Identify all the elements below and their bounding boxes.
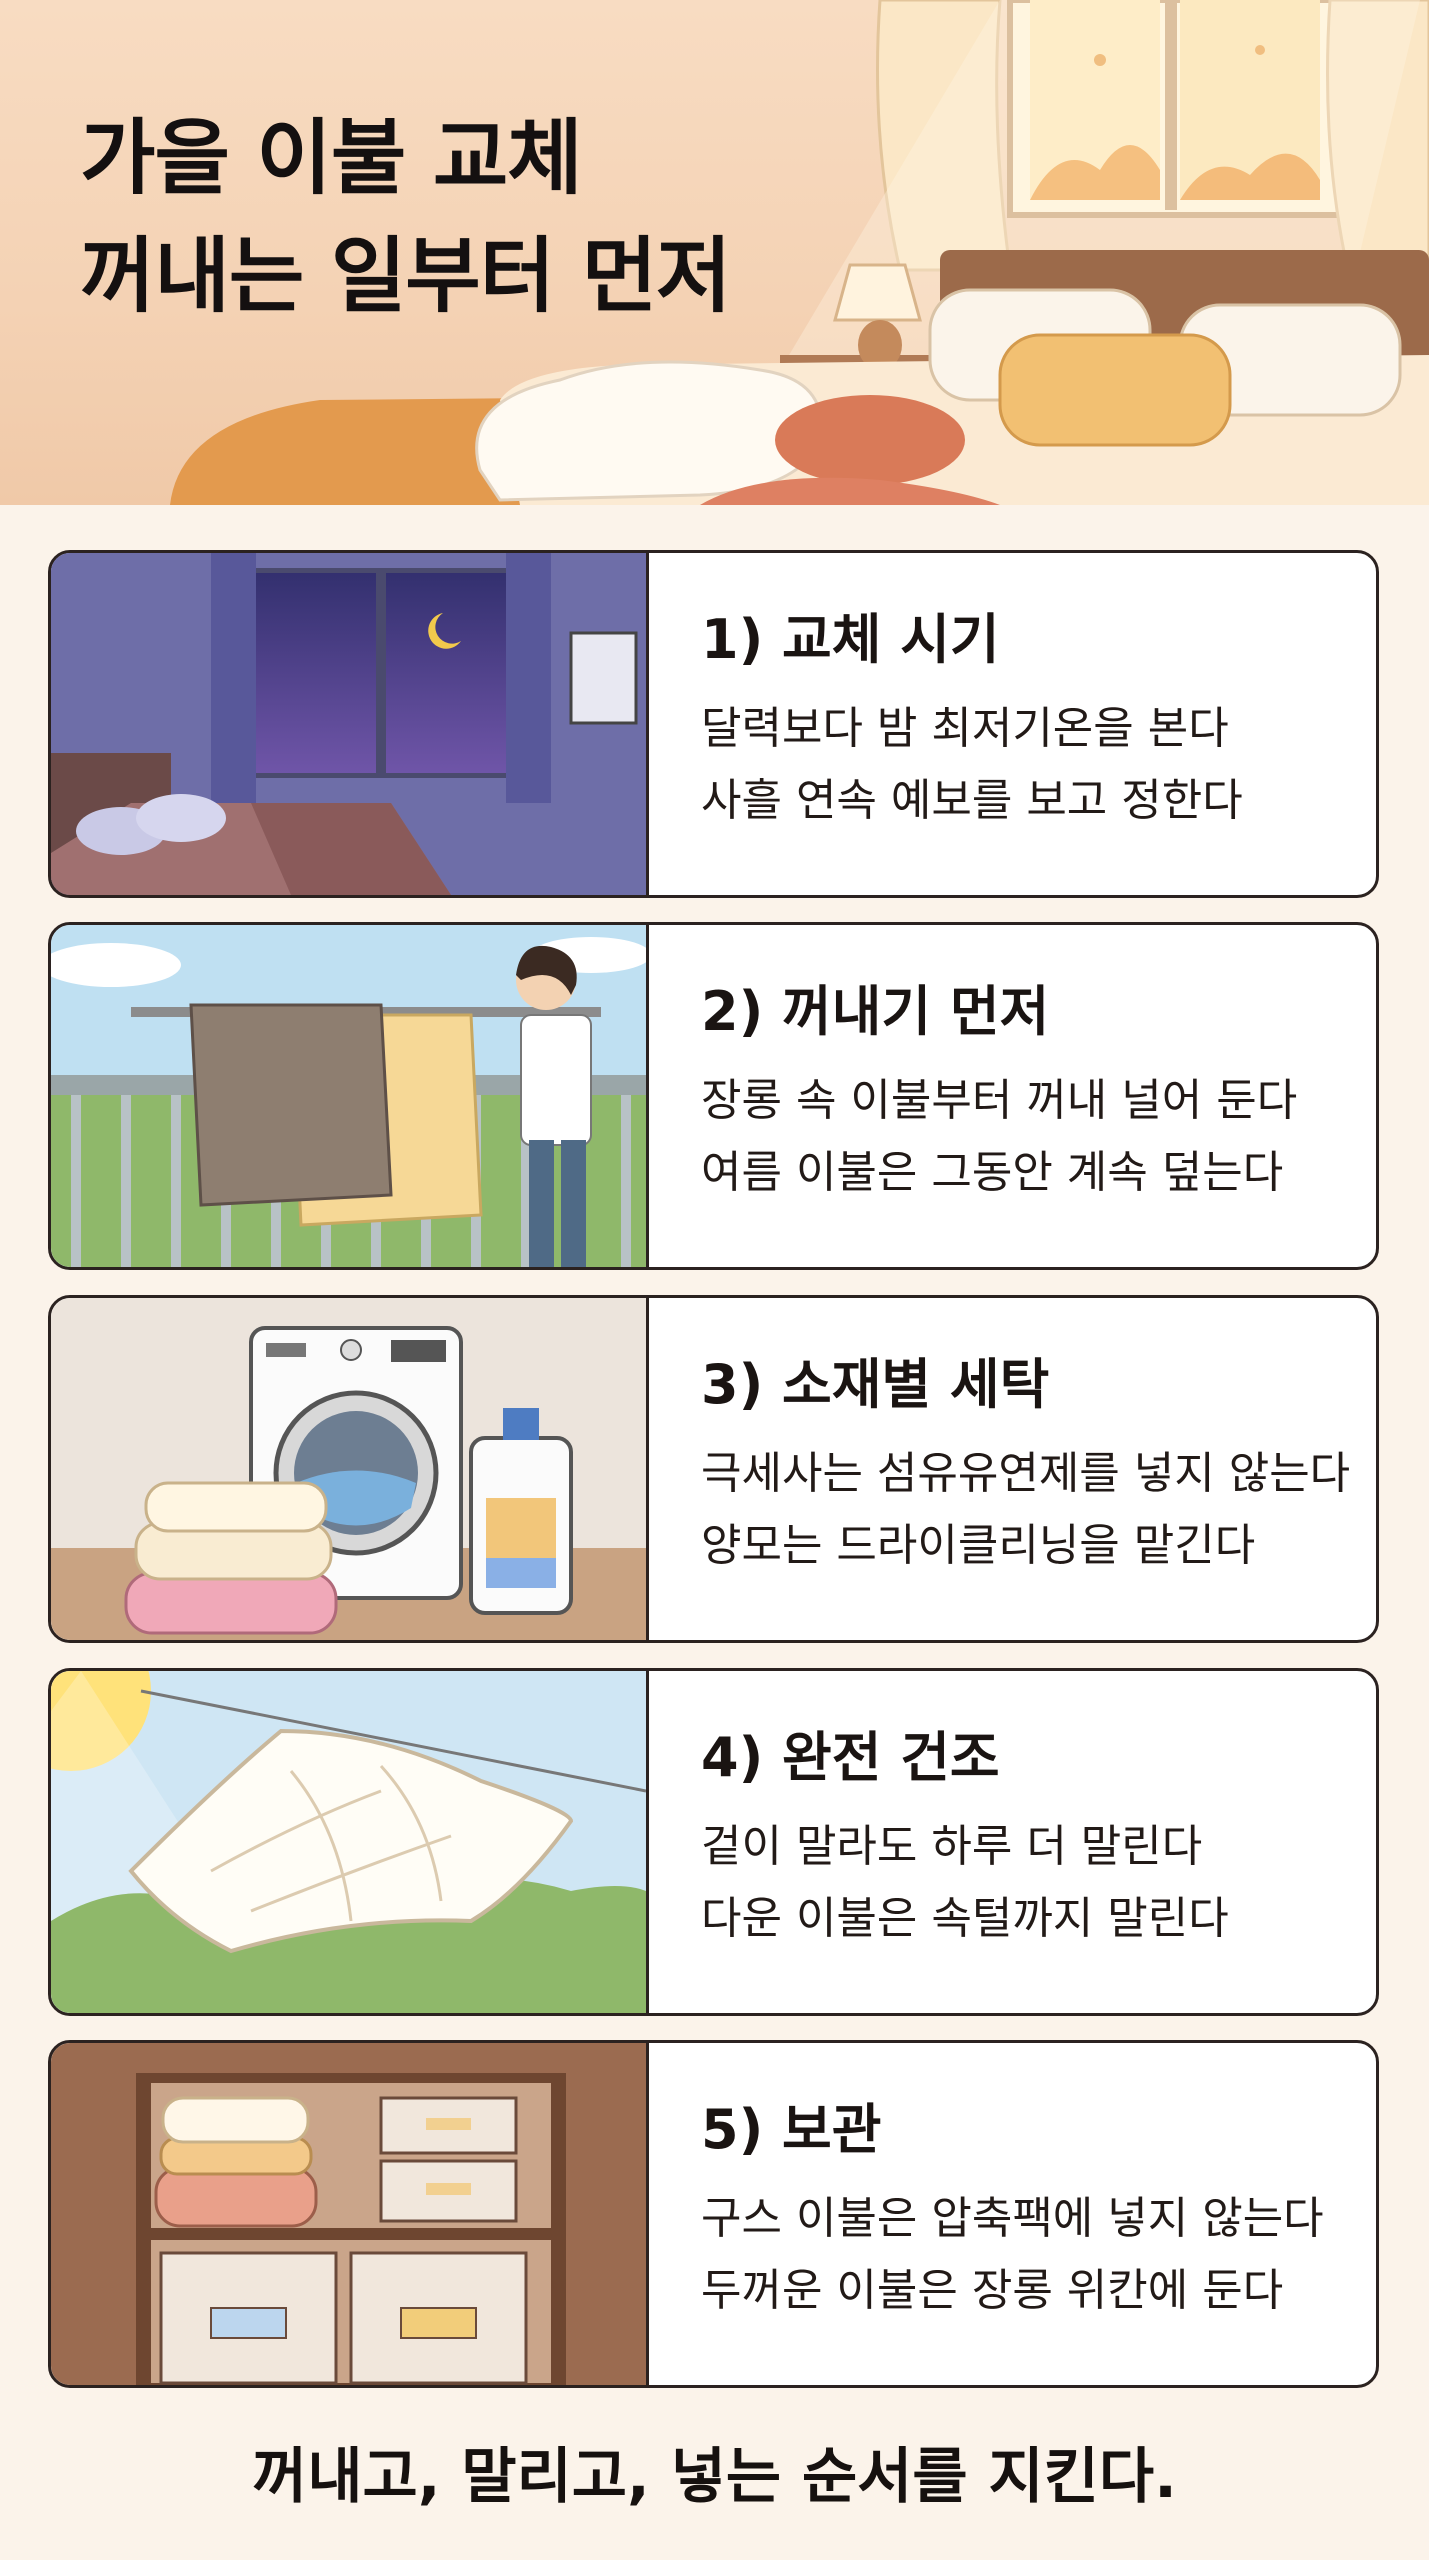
step-card-1: 1) 교체 시기 달력보다 밤 최저기온을 본다 사흘 연속 예보를 보고 정한…: [48, 550, 1379, 898]
step-heading: 4) 완전 건조: [701, 1726, 1000, 1789]
step-heading: 1) 교체 시기: [701, 608, 1000, 671]
footer-summary: 꺼내고, 말리고, 넣는 순서를 지킨다.: [252, 2442, 1177, 2512]
step-line: 양모는 드라이클리닝을 맡긴다: [701, 1520, 1256, 1571]
step-heading: 2) 꺼내기 먼저: [701, 980, 1050, 1043]
title-line-2: 꺼내는 일부터 먼저: [80, 229, 732, 324]
step-line: 사흘 연속 예보를 보고 정한다: [701, 775, 1243, 826]
page-title: 가을 이불 교체 꺼내는 일부터 먼저: [80, 100, 732, 336]
step-line: 두꺼운 이불은 장롱 위칸에 둔다: [701, 2265, 1284, 2316]
bedroom-illustration: [170, 0, 1429, 505]
step-line: 다운 이불은 속털까지 말린다: [701, 1893, 1229, 1944]
washing-machine-illustration: [51, 1298, 649, 1640]
step-line: 달력보다 밤 최저기온을 본다: [701, 703, 1229, 754]
closet-storage-illustration: [51, 2043, 649, 2385]
airing-blankets-illustration: [51, 925, 649, 1267]
step-card-5: 5) 보관 구스 이불은 압축팩에 넣지 않는다 두꺼운 이불은 장롱 위칸에 …: [48, 2040, 1379, 2388]
step-card-2: 2) 꺼내기 먼저 장롱 속 이불부터 꺼내 널어 둔다 여름 이불은 그동안 …: [48, 922, 1379, 1270]
step-line: 여름 이불은 그동안 계속 덮는다: [701, 1147, 1284, 1198]
step-line: 겉이 말라도 하루 더 말린다: [701, 1821, 1203, 1872]
drying-duvet-illustration: [51, 1671, 649, 2013]
night-bedroom-illustration: [51, 553, 649, 895]
title-line-1: 가을 이불 교체: [80, 111, 583, 206]
hero-banner: 가을 이불 교체 꺼내는 일부터 먼저: [0, 0, 1429, 505]
step-card-4: 4) 완전 건조 겉이 말라도 하루 더 말린다 다운 이불은 속털까지 말린다: [48, 1668, 1379, 2016]
step-card-3: 3) 소재별 세탁 극세사는 섬유유연제를 넣지 않는다 양모는 드라이클리닝을…: [48, 1295, 1379, 1643]
step-line: 극세사는 섬유유연제를 넣지 않는다: [701, 1448, 1351, 1499]
step-line: 구스 이불은 압축팩에 넣지 않는다: [701, 2193, 1324, 2244]
step-heading: 5) 보관: [701, 2098, 882, 2161]
step-heading: 3) 소재별 세탁: [701, 1353, 1050, 1416]
step-line: 장롱 속 이불부터 꺼내 널어 둔다: [701, 1075, 1298, 1126]
